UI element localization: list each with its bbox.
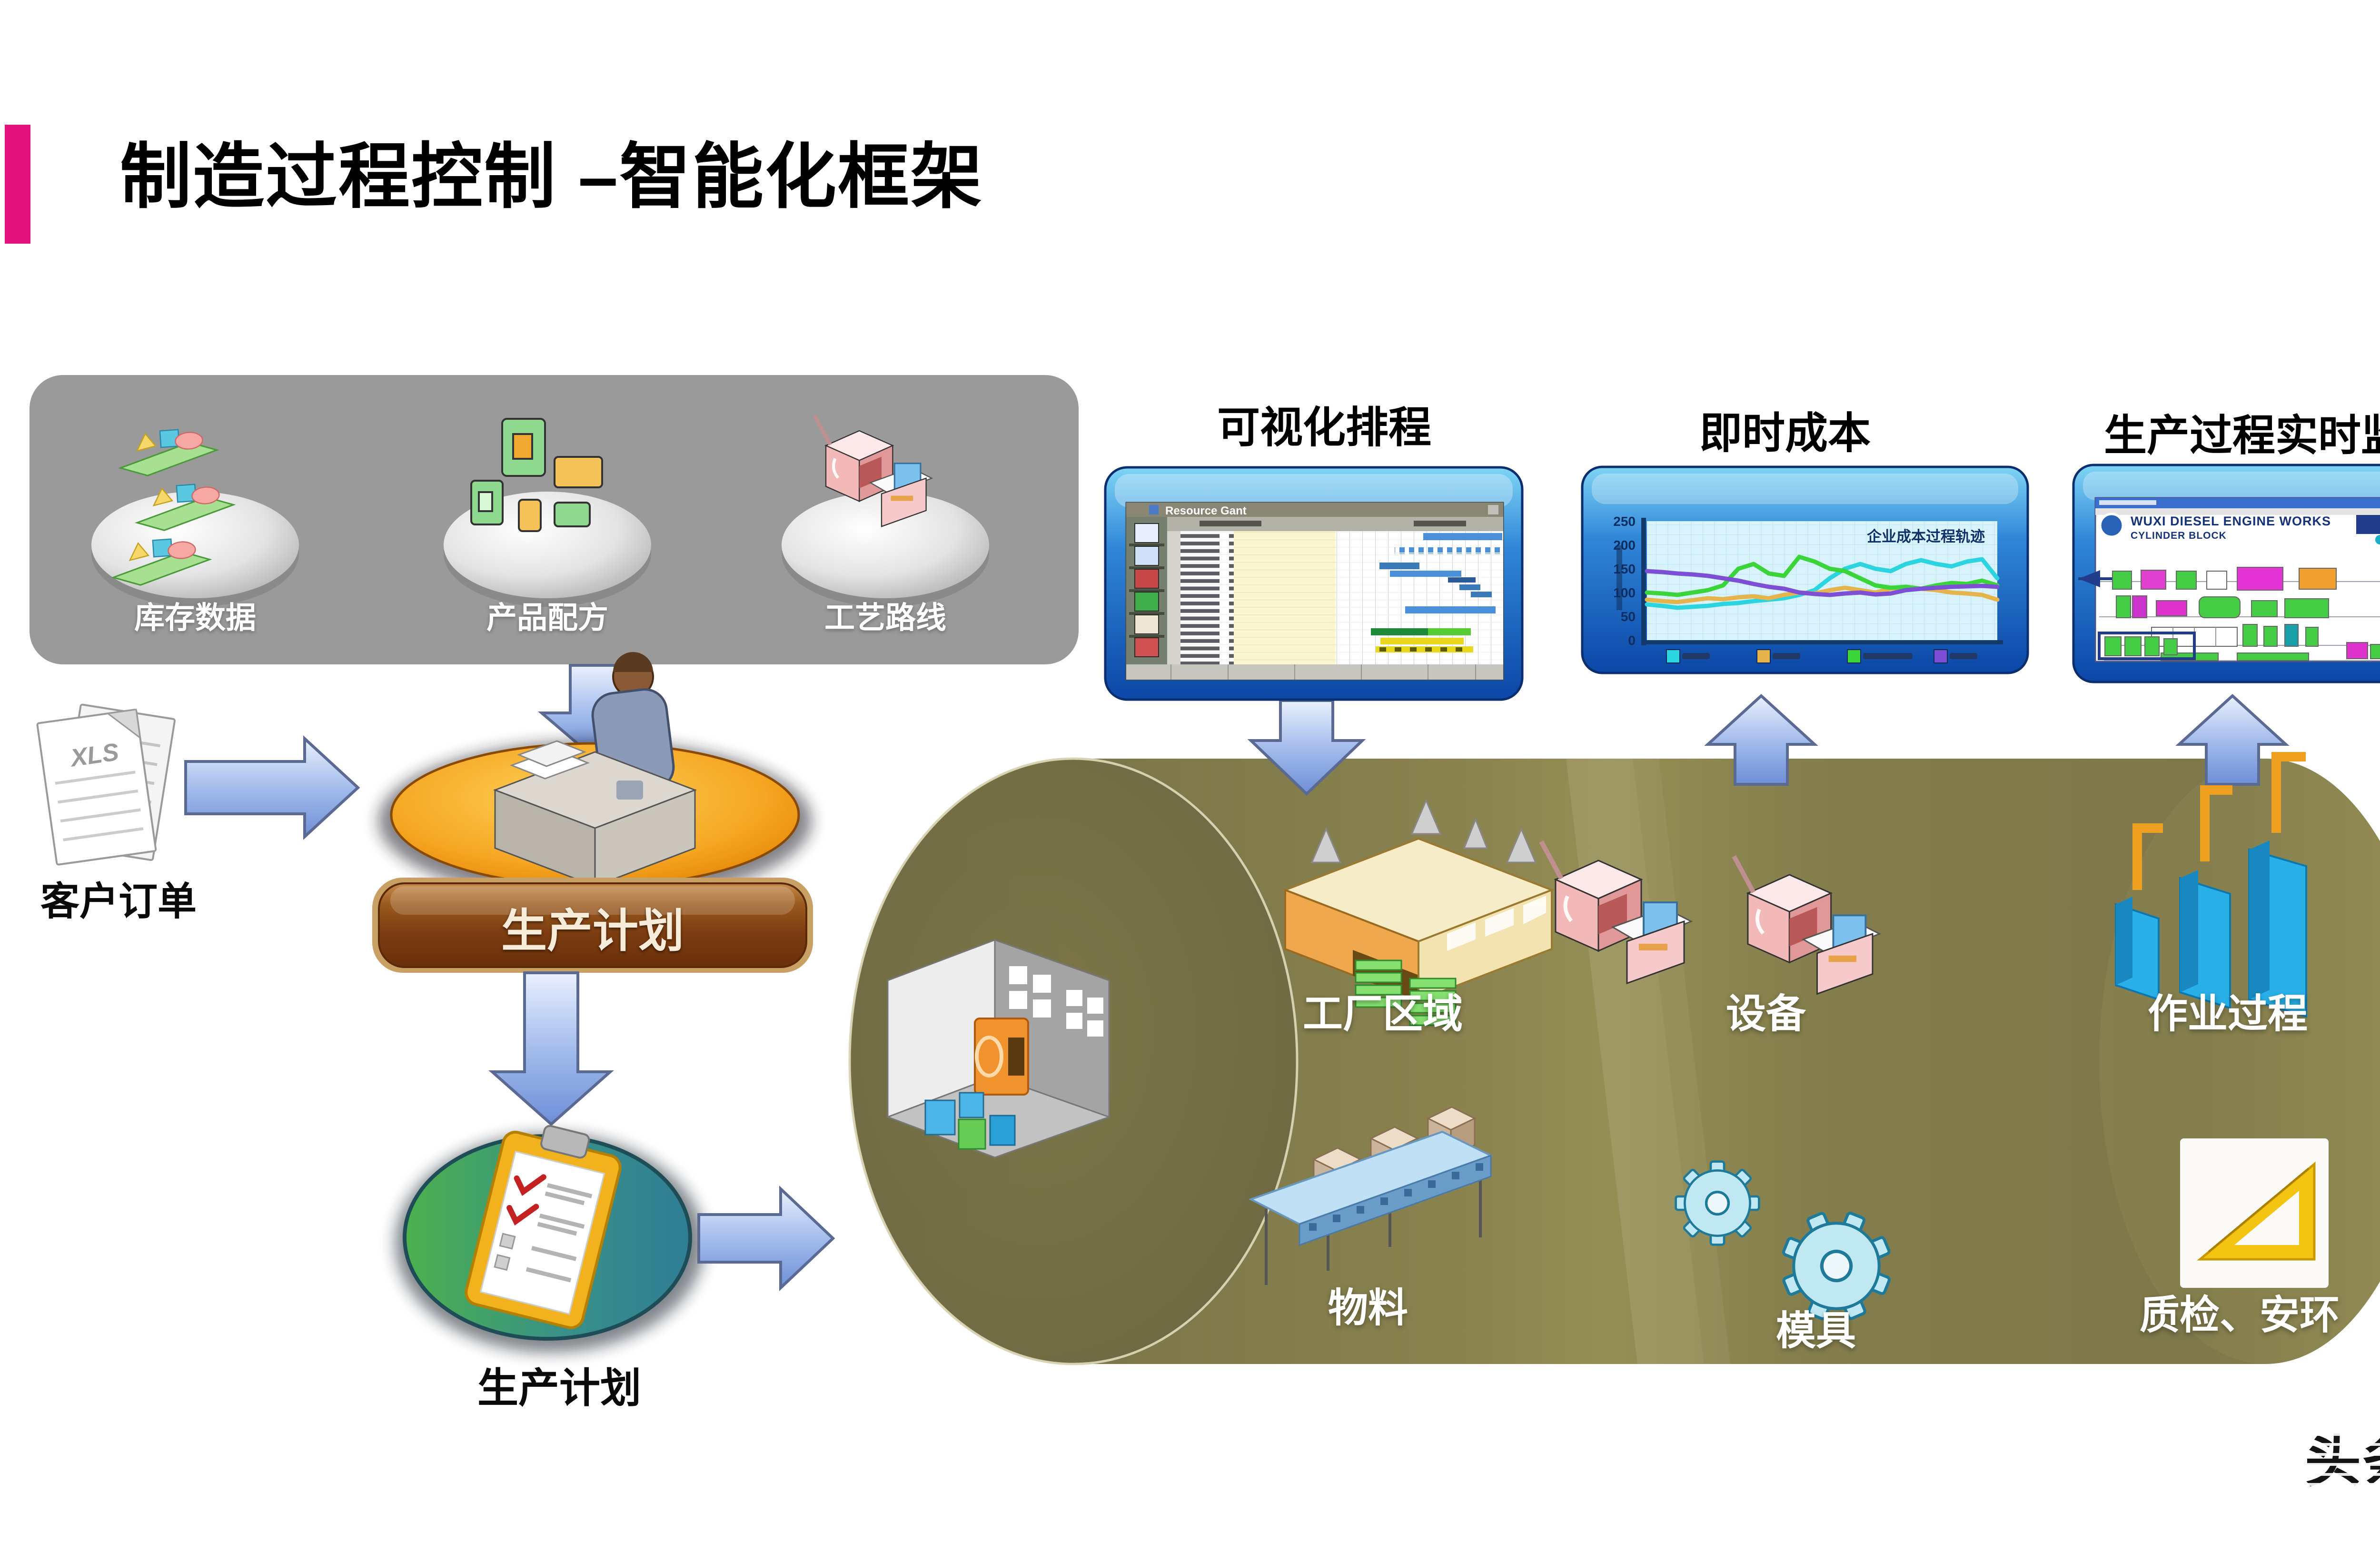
label-process-route: 工艺路线 xyxy=(824,601,946,635)
legend-text-smudge-3 xyxy=(1863,653,1913,659)
material-conveyor-icon xyxy=(1248,1106,1494,1285)
label-equipment: 设备 xyxy=(1726,991,1806,1036)
production-plan-button xyxy=(372,878,813,973)
plan-button-label: 生产计划 xyxy=(501,906,684,957)
ytick-250: 250 xyxy=(1613,514,1636,529)
accent-bar xyxy=(5,125,30,244)
arrow-panel1-down xyxy=(1247,699,1366,796)
series-purple xyxy=(1645,569,2000,597)
panel-title-monitor: 生产过程实时监控 xyxy=(2104,413,2380,460)
plant-logo-icon xyxy=(2099,513,2124,538)
legend-text-smudge-4 xyxy=(1950,653,1977,659)
xls-documents-icon: XLS xyxy=(36,703,176,866)
scheduling-panel xyxy=(1104,466,1524,701)
cost-chart-lines xyxy=(1645,554,2000,610)
machine-blocks xyxy=(2112,567,2380,661)
panel-title-scheduling: 可视化排程 xyxy=(1217,405,1431,452)
arrow-up-to-cost-panel xyxy=(1704,693,1818,786)
ytick-100: 100 xyxy=(1613,585,1636,600)
schedule-ellipse xyxy=(395,1125,704,1353)
pallet-stacks xyxy=(1355,959,1457,1026)
label-product-recipe: 产品配方 xyxy=(486,601,608,635)
arrow-up-to-monitor-panel xyxy=(2175,693,2290,786)
label-production-plan: 生产计划 xyxy=(477,1365,641,1411)
source-data-box xyxy=(30,375,1079,664)
xls-doc-text: XLS xyxy=(68,738,121,772)
series-orange xyxy=(1645,584,2000,604)
legend-chip-orange xyxy=(1756,649,1771,663)
label-material: 物料 xyxy=(1328,1285,1408,1330)
scada-header-line1: WUXI DIESEL ENGINE WORKS xyxy=(2131,514,2331,528)
cost-panel xyxy=(1581,465,2029,674)
qa-set-square-icon xyxy=(2180,1138,2329,1288)
ytick-150: 150 xyxy=(1613,562,1636,576)
arrow-order-to-plan xyxy=(184,735,360,840)
arrow-schedule-to-shopfloor xyxy=(697,1186,835,1291)
series-cyan xyxy=(1645,557,2000,610)
label-qa: 质检、安环 xyxy=(2139,1293,2340,1337)
scada-header-line2: CYLINDER BLOCK xyxy=(2131,530,2227,541)
legend-chip-green xyxy=(1847,649,1861,663)
series-green xyxy=(1645,554,2000,597)
label-mold: 模具 xyxy=(1775,1308,1856,1353)
product-recipe-icon xyxy=(470,418,603,532)
watermark: 头条 @大音智能 xyxy=(2161,1416,2380,1497)
right-logo-icon xyxy=(2356,515,2380,544)
monitor-panel xyxy=(2072,464,2380,683)
clipboard-icon xyxy=(465,1125,622,1329)
operation-process-icon xyxy=(2115,752,2307,1018)
factory-area-icon xyxy=(1282,799,1555,1026)
label-operation-process: 作业过程 xyxy=(2147,991,2308,1036)
planner-at-desk-icon xyxy=(493,652,697,888)
ytick-200: 200 xyxy=(1613,538,1636,553)
label-inventory-data: 库存数据 xyxy=(134,601,256,635)
platform-process-route xyxy=(782,492,989,607)
legend-text-smudge-2 xyxy=(1773,653,1800,659)
gantt-window-title: Resource Gant xyxy=(1165,504,1247,517)
panel-title-cost: 即时成本 xyxy=(1699,410,1871,457)
legend-chip-cyan xyxy=(1666,649,1680,663)
ytick-50: 50 xyxy=(1620,609,1636,624)
label-factory-area: 工厂区域 xyxy=(1302,991,1463,1036)
factory-room-icon xyxy=(885,939,1111,1158)
label-customer-order: 客户订单 xyxy=(40,880,197,923)
page-title: 制造过程控制 –智能化框架 xyxy=(120,137,984,217)
legend-chip-purple xyxy=(1934,649,1948,663)
gantt-bars xyxy=(1371,533,1503,652)
cost-chart-title: 企业成本过程轨迹 xyxy=(1867,528,1985,545)
legend-text-smudge-1 xyxy=(1682,653,1710,659)
ytick-0: 0 xyxy=(1628,633,1636,648)
arrow-plan-to-schedule xyxy=(488,971,614,1127)
